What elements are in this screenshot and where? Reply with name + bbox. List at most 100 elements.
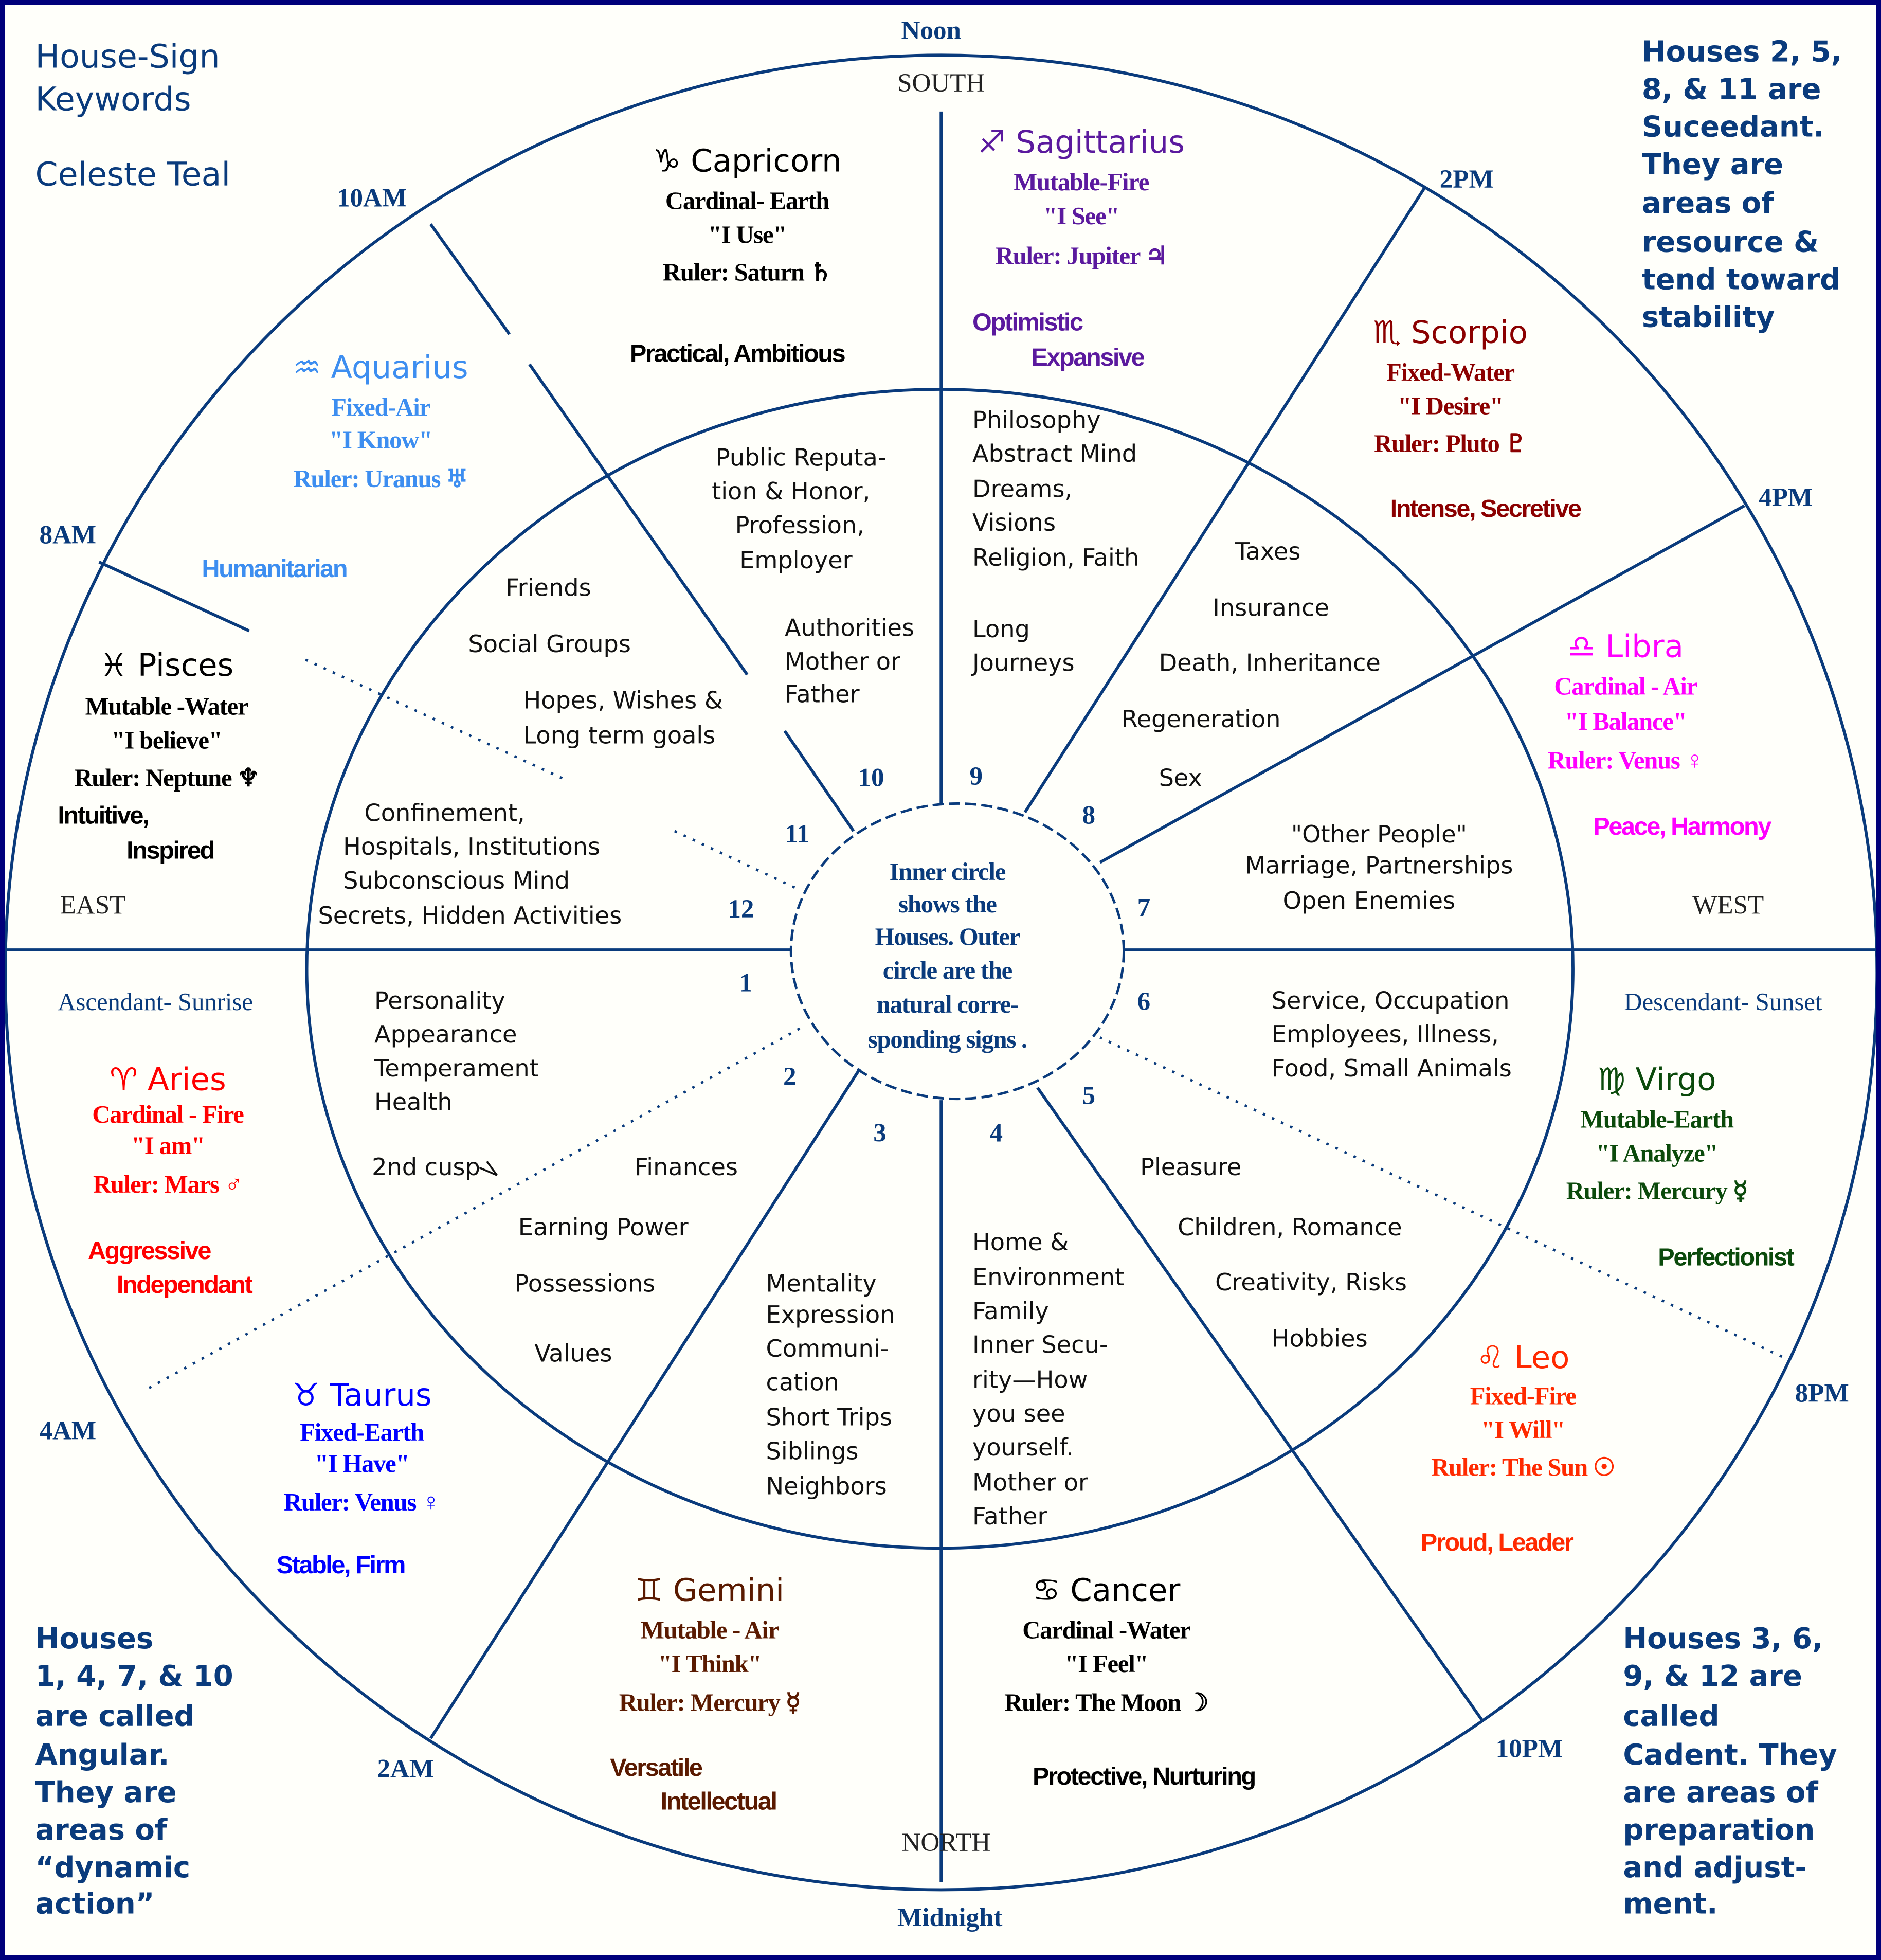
house-number-5: 5 [1082,1081,1096,1110]
house-12-keyword: Subconscious Mind [343,867,570,894]
house-10-keyword: Profession, [735,511,864,539]
sign-name-leo: ♌ Leo [1476,1340,1569,1376]
house-4-keyword: rity—How [972,1366,1088,1394]
sign-ruler-leo: Ruler: The Sun ☉ [1431,1453,1615,1481]
sign-ruler-virgo: Ruler: Mercury ☿ [1566,1177,1748,1204]
house-3-keyword: cation [766,1369,839,1396]
sign-ruler-aries: Ruler: Mars ♂ [93,1171,243,1198]
sign-traits-leo: Proud, Leader [1421,1529,1574,1556]
house-9-keyword: Philosophy [972,406,1100,434]
cusp-8am [674,830,801,891]
sign-traits-gemini: Intellectual [661,1788,776,1815]
house-number-4: 4 [990,1118,1003,1147]
sign-quality-sagittarius: Mutable-Fire [1014,168,1149,196]
house-4-keyword: Mother or [972,1468,1088,1496]
time-label-ascendant: Ascendant- Sunrise [58,988,253,1016]
house-9-keyword: Dreams, [972,475,1072,502]
cadent-note: ment. [1623,1887,1717,1921]
sign-traits-sagittarius: Expansive [1031,344,1144,371]
cusp-10am [528,363,749,676]
sign-name-aquarius: ♒ Aquarius [293,350,468,386]
sign-ruler-libra: Ruler: Venus ♀ [1548,746,1704,774]
sign-traits-virgo: Perfectionist [1658,1243,1794,1271]
house-4-keyword: yourself. [972,1433,1074,1461]
house-9-keyword: Religion, Faith [972,544,1139,571]
house-2-keyword: Finances [635,1153,738,1181]
house-11-keyword: Hopes, Wishes & [523,686,723,714]
sign-motto-aries: "I am" [131,1132,205,1160]
house-11-keyword: Friends [505,573,591,601]
sign-ruler-cancer: Ruler: The Moon ☽ [1004,1689,1208,1717]
house-3-keyword: Neighbors [766,1472,887,1500]
second-cusp-arrow-icon [479,1161,498,1176]
house-3-keyword: Siblings [766,1437,859,1465]
sign-quality-virgo: Mutable-Earth [1580,1106,1734,1134]
house-12-keyword: Confinement, [364,799,524,826]
sign-traits-gemini: Versatile [610,1754,702,1782]
time-label-pm10: 10PM [1496,1734,1563,1764]
sign-ruler-pisces: Ruler: Neptune ♆ [74,764,259,792]
sign-traits-pisces: Inspired [126,836,214,864]
time-label-pm2: 2PM [1440,165,1494,194]
sign-name-aries: ♈ Aries [110,1062,226,1098]
sign-motto-pisces: "I believe" [112,726,222,754]
cadent-note: and adjust- [1623,1851,1806,1884]
house-7-keyword: Marriage, Partnerships [1245,852,1513,879]
time-label-pm4: 4PM [1759,482,1813,512]
sign-name-taurus: ♉ Taurus [292,1377,432,1413]
sign-quality-cancer: Cardinal -Water [1022,1616,1190,1644]
sign-quality-leo: Fixed-Fire [1470,1382,1576,1410]
house-5-keyword: Hobbies [1272,1324,1368,1352]
house-9-keyword: Abstract Mind [972,440,1137,467]
sign-quality-pisces: Mutable -Water [85,693,248,721]
cusp-10am [783,730,855,832]
house-5-keyword: Creativity, Risks [1215,1268,1407,1296]
house-10-keyword: Employer [739,546,852,574]
angular-note: are called [35,1700,195,1733]
house-1-keyword: Appearance [374,1020,517,1048]
angular-note: action” [35,1887,155,1921]
house-6-keyword: Food, Small Animals [1272,1054,1512,1082]
title-line: Keywords [35,80,191,118]
cadent-note: 9, & 12 are [1623,1660,1802,1693]
house-2-keyword: Values [534,1340,612,1368]
cadent-note: Houses 3, 6, [1623,1622,1823,1656]
house-number-11: 11 [785,819,809,849]
sign-motto-gemini: "I Think" [658,1650,761,1678]
sign-motto-capricorn: "I Use" [708,221,786,248]
house-number-8: 8 [1082,800,1096,830]
cusp-10pm [1036,1087,1483,1721]
cusp-10am [429,223,511,335]
house-2-keyword: Possessions [514,1269,655,1297]
sign-quality-taurus: Fixed-Earth [300,1418,424,1446]
center-note-line: sponding signs . [868,1026,1027,1053]
house-11-keyword: Long term goals [523,722,716,749]
house-3-keyword: Communi- [766,1335,889,1362]
house-4-keyword: Home & [972,1228,1069,1256]
sign-name-scorpio: ♏ Scorpio [1373,315,1528,351]
sign-ruler-scorpio: Ruler: Pluto ♇ [1374,430,1527,458]
house-7-keyword: "Other People" [1291,820,1467,848]
house-3-keyword: Short Trips [766,1404,892,1431]
sign-motto-scorpio: "I Desire" [1398,392,1503,420]
house-8-keyword: Death, Inheritance [1159,649,1381,676]
house-8-keyword: Insurance [1213,594,1329,621]
house-1-keyword: Temperament [374,1054,539,1082]
sign-motto-taurus: "I Have" [315,1450,409,1478]
second-cusp-label: 2nd cusp [372,1153,480,1181]
sign-ruler-gemini: Ruler: Mercury ☿ [619,1689,801,1717]
cusp-8am [98,561,250,633]
house-12-keyword: Hospitals, Institutions [343,833,600,860]
house-9-keyword: Long [972,615,1030,643]
succedent-note: They are [1642,148,1783,181]
sign-traits-aquarius: Humanitarian [202,555,347,583]
center-note-line: circle are the [883,957,1012,984]
sign-traits-libra: Peace, Harmony [1593,813,1771,840]
house-9-keyword: Journeys [971,649,1075,676]
time-label-am2: 2AM [377,1754,434,1783]
cusp-4pm [1099,504,1745,864]
sign-motto-leo: "I Will" [1481,1416,1565,1444]
